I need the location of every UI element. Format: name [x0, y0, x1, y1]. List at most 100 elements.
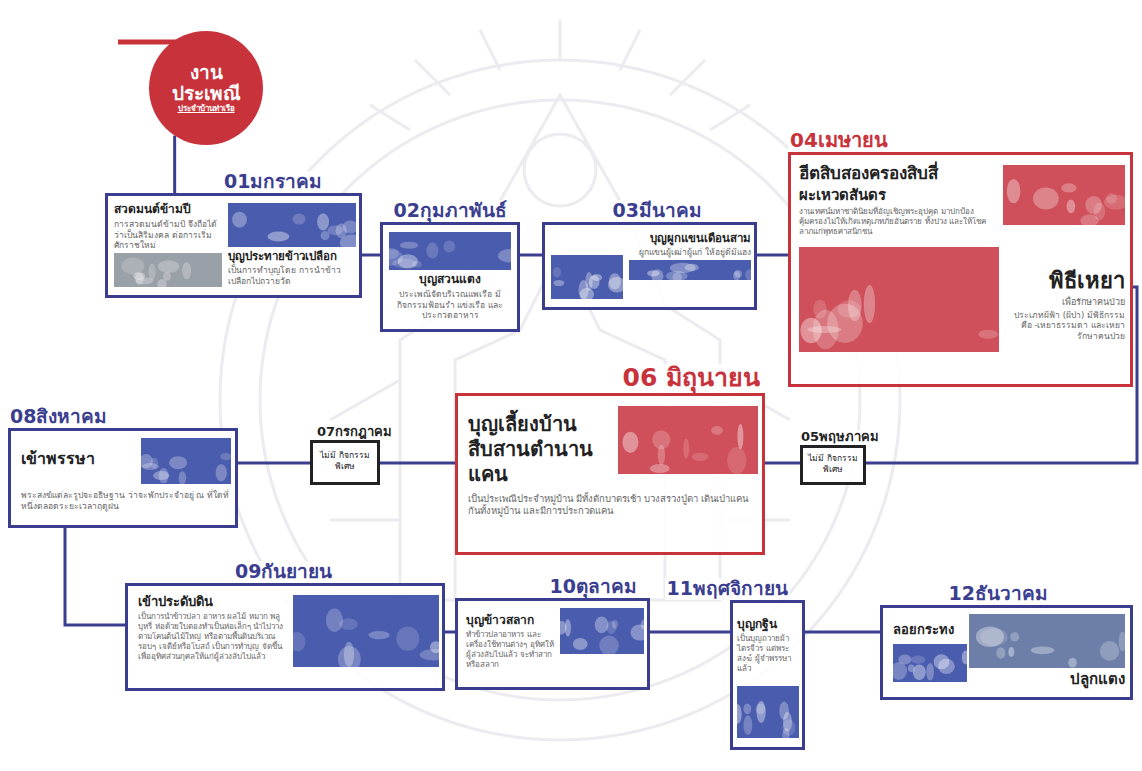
- column: ฮีตสิบสองครองสิบสี่ผะเหวดสันดรงานเทศน์มห…: [799, 163, 999, 354]
- photo-figure: [683, 439, 689, 459]
- connector: [805, 631, 880, 634]
- photo-figure: [1106, 193, 1117, 204]
- photo: [629, 260, 751, 280]
- month-box: 12ธันวาคมลอยกระทงปลูกแตง: [880, 605, 1133, 700]
- event-description: เป็นการนำข้าวปลา อาหาร ผลไม้ หมาก พลู บุ…: [138, 612, 288, 662]
- column: บุญสวนแตงประเพณีจัดบริเวณแพเรือ มีกิจกรร…: [389, 230, 511, 323]
- photo-figure: [1031, 646, 1055, 654]
- photo: [737, 686, 799, 738]
- connector: [445, 631, 455, 634]
- photo-figure: [1119, 631, 1125, 651]
- column: [141, 436, 231, 486]
- photo-figure: [317, 213, 329, 230]
- photo-figure: [622, 432, 638, 453]
- photo-figure: [651, 269, 663, 280]
- photo-figure: [1067, 200, 1076, 214]
- title-circle: งาน ประเพณีประจำบ้านท่าเรือ: [149, 31, 263, 145]
- event-title: สวดมนต์ข้ามปี: [114, 202, 222, 217]
- event-title: บุญกฐิน: [737, 617, 799, 632]
- photo: [893, 644, 967, 682]
- connector: [65, 528, 125, 625]
- month-heading: 04เมษายน: [788, 129, 890, 152]
- photo-figure: [344, 642, 354, 667]
- photo-ground: [293, 595, 439, 667]
- photo-figure: [893, 662, 907, 680]
- title-text: งาน ประเพณี: [157, 62, 255, 104]
- month-heading: 06 มิถุนายน: [621, 364, 763, 393]
- photo-figure: [650, 464, 670, 473]
- photo-figure: [328, 225, 343, 235]
- column: [618, 404, 758, 476]
- column: ลอยกระทง: [893, 622, 967, 684]
- column: เป็นประเพณีประจำหมู่บ้าน มีทั้งตักบาตรเช…: [468, 493, 756, 519]
- event-title: พิธีเหยา: [1003, 267, 1125, 295]
- month-heading: 01มกราคม: [222, 171, 324, 193]
- photo-ground: [114, 253, 222, 287]
- event-description: ผูกแขนผู้เฒ่าผู้แก่ ให้อยู่ดีมีแฮง: [629, 247, 751, 258]
- photo: [799, 247, 999, 352]
- photo: [293, 595, 439, 667]
- photo-figure: [232, 212, 247, 228]
- month-box: 09กันยายนเข้าประดับดินเป็นการนำข้าวปลา อ…: [125, 583, 445, 691]
- photo-figure: [672, 273, 682, 280]
- photo-figure: [122, 257, 145, 274]
- photo-figure: [326, 609, 343, 632]
- photo-figure: [608, 277, 623, 292]
- photo-figure: [734, 270, 742, 277]
- photo: [618, 406, 758, 474]
- photo-figure: [339, 618, 358, 630]
- column: เข้าประดับดินเป็นการนำข้าวปลา อาหาร ผลไม…: [138, 594, 288, 664]
- photo-figure: [1007, 179, 1021, 203]
- photo-figure: [148, 264, 155, 280]
- column: [551, 253, 623, 301]
- photo-ground: [389, 232, 511, 270]
- photo-figure: [553, 267, 561, 277]
- event-title: บุญประทายข้าวเปลือก: [228, 249, 356, 263]
- photo-figure: [685, 264, 699, 271]
- month-box: 08สิงหาคมเข้าพรรษาพระสงฆ์แต่ละรูปจะอธิษฐ…: [8, 428, 238, 528]
- photo-figure: [580, 288, 594, 299]
- photo: [969, 614, 1125, 668]
- column: บุญประทายข้าวเปลือกเป็นการทำบุญโดย การนำ…: [228, 201, 356, 289]
- title-text: ประจำบ้านท่าเรือ: [178, 105, 235, 114]
- photo-figure: [631, 624, 645, 640]
- month-box: 06 มิถุนายนบุญเลี้ยงบ้าน สืบสานตำนานแคนเ…: [455, 393, 765, 555]
- photo-figure: [216, 464, 227, 481]
- photo-figure: [268, 232, 290, 242]
- photo-figure: [913, 665, 926, 681]
- photo-figure: [743, 715, 752, 735]
- photo-figure: [158, 260, 180, 273]
- event-title: บุญข้าวสลาก: [466, 613, 558, 628]
- photo: [141, 438, 231, 484]
- photo-figure: [179, 471, 187, 484]
- photo-figure: [595, 617, 609, 634]
- connector: [765, 462, 800, 465]
- photo-figure: [666, 271, 688, 280]
- column: พระสงฆ์แต่ละรูปจะอธิษฐาน ว่าจะพักประจำอย…: [21, 490, 231, 513]
- event-description: เป็นการทำบุญโดย การนำข้าวเปลือกไปถวายวัด: [228, 265, 356, 286]
- photo-figure: [389, 249, 403, 266]
- event-title: เข้าประดับดิน: [138, 594, 288, 610]
- photo-figure: [396, 627, 419, 651]
- event-description: เพื่อรักษาคนป่วย: [1003, 297, 1125, 308]
- photo-figure: [1080, 214, 1098, 225]
- month-heading: 09กันยายน: [233, 561, 334, 583]
- photo-figure: [737, 704, 742, 724]
- month-box: 11พฤศจิกายนบุญกฐินเป็นบุญถวายผ้าไตรจีวร …: [730, 600, 805, 750]
- spacer: [1003, 227, 1125, 267]
- month-heading: 05พฤษภาคม: [799, 430, 881, 445]
- month-heading: 02กุมภาพันธ์: [392, 200, 509, 222]
- event-description: เป็นบุญถวายผ้าไตรจีวร แด่พระสงฆ์ ผู้จำพร…: [737, 634, 799, 674]
- month-box: 02กุมภาพันธ์บุญสวนแตงประเพณีจัดบริเวณแพเ…: [380, 222, 520, 332]
- photo-figure: [1068, 658, 1077, 668]
- photo-figure: [498, 249, 511, 262]
- event-description: ประเภทผีฟ้า (ผีป่า) มีพิธีกรรม คือ -เหยา…: [1003, 310, 1125, 342]
- spacer: [737, 676, 799, 684]
- photo-ground: [799, 247, 999, 352]
- photo-figure: [553, 280, 564, 286]
- photo-figure: [293, 632, 306, 651]
- photo-figure: [321, 231, 330, 240]
- photo-figure: [293, 213, 306, 224]
- photo-figure: [153, 471, 169, 480]
- column: พิธีเหยาเพื่อรักษาคนป่วยประเภทผีฟ้า (ผีป…: [1003, 163, 1125, 344]
